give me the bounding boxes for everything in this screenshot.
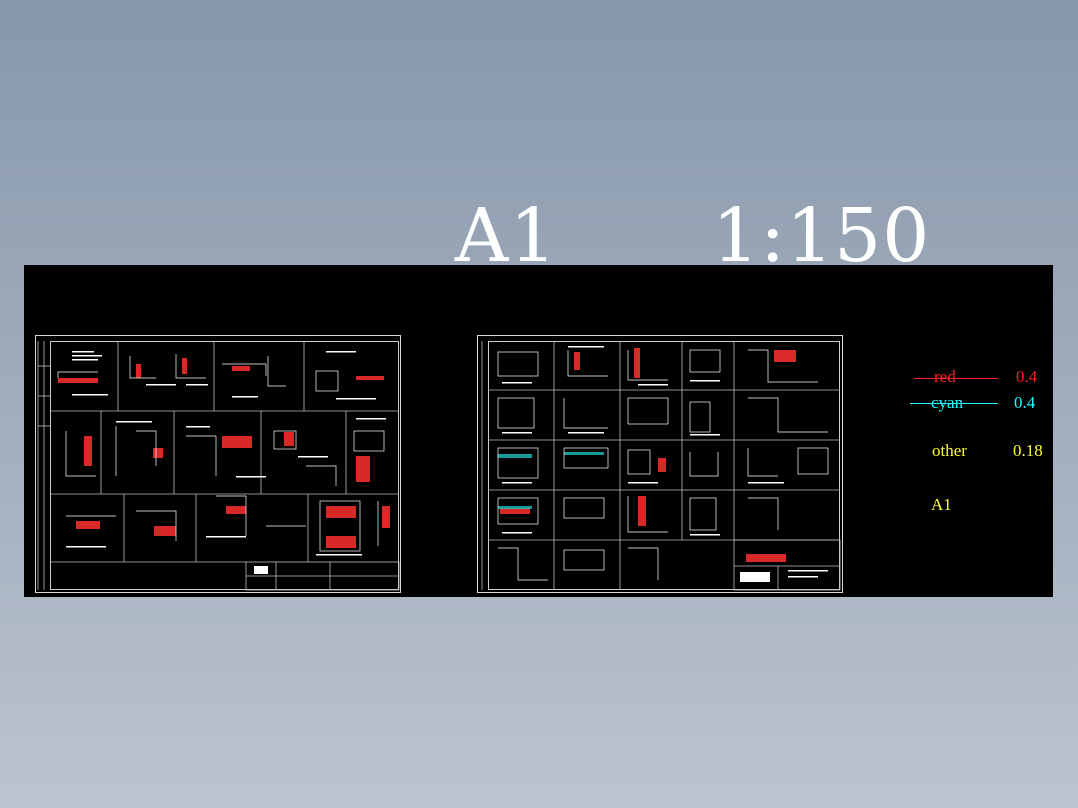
legend-cyan-name: cyan bbox=[931, 393, 964, 412]
sheet-left-details bbox=[37, 341, 400, 591]
legend-red-line bbox=[914, 378, 998, 379]
legend-red-value: 0.4 bbox=[1016, 367, 1038, 386]
legend-sheet-label: A1 bbox=[931, 495, 952, 514]
sheet-left-frame bbox=[50, 341, 399, 590]
sheet-right-frame bbox=[488, 341, 840, 590]
legend-other-name: other bbox=[932, 441, 967, 460]
legend-other-value: 0.18 bbox=[1013, 441, 1043, 460]
drawing-title: A1 1:150 bbox=[455, 196, 930, 276]
sheet-right-details bbox=[481, 341, 841, 591]
drawing-sheet-right[interactable] bbox=[477, 335, 843, 593]
legend-cyan-value: 0.4 bbox=[1014, 393, 1036, 412]
sheet-size-label: A1 bbox=[455, 193, 558, 279]
scale-label: 1:150 bbox=[712, 193, 931, 279]
legend-cyan-line bbox=[910, 403, 998, 404]
drawing-sheet-left[interactable] bbox=[35, 335, 401, 593]
legend-red-name: red bbox=[934, 367, 956, 386]
cad-model-space[interactable]: red 0.4 cyan 0.4 other 0.18 A1 bbox=[24, 265, 1053, 597]
